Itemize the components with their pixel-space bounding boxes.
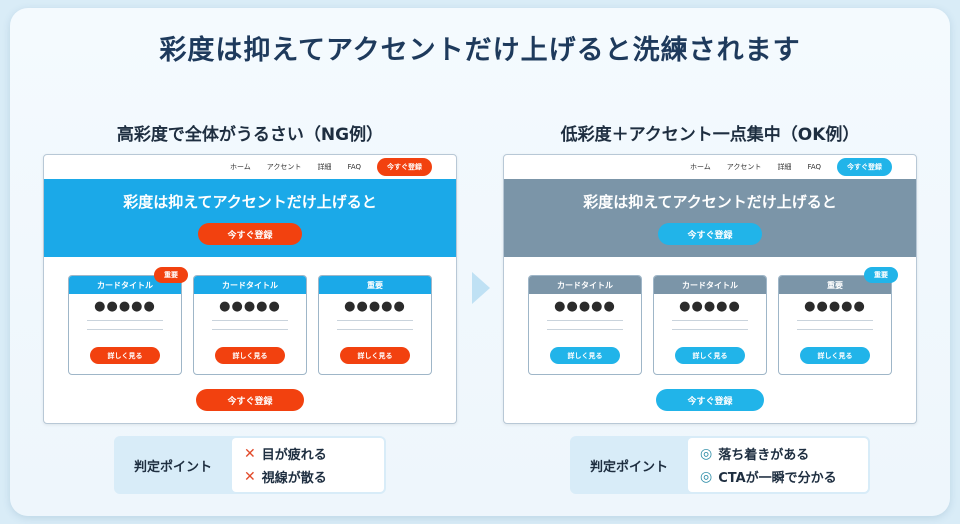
rating-dots: ●●●●● — [219, 299, 281, 314]
cross-icon: ✕ — [244, 468, 256, 485]
card-detail-button[interactable]: 詳しく見る — [800, 347, 870, 364]
text-line — [337, 329, 413, 330]
card: 重要 ●●●●● 詳しく見る — [778, 275, 892, 375]
judge-point: ✕ 目が疲れる — [244, 444, 372, 464]
card-detail-button[interactable]: 詳しく見る — [215, 347, 285, 364]
nav-cta-button[interactable]: 今すぐ登録 — [837, 158, 892, 176]
cross-icon: ✕ — [244, 445, 256, 462]
text-line — [672, 320, 748, 321]
bottom-cta-button[interactable]: 今すぐ登録 — [196, 389, 304, 411]
rating-dots: ●●●●● — [554, 299, 616, 314]
hero-section: 彩度は抑えてアクセントだけ上げると 今すぐ登録 — [44, 179, 456, 257]
card-title: 重要 — [319, 276, 431, 294]
judge-point-text: 落ち着きがある — [718, 448, 810, 463]
card-title: カードタイトル — [194, 276, 306, 294]
judge-label: 判定ポイント — [133, 459, 212, 475]
important-badge: 重要 — [154, 267, 188, 283]
card-title: カードタイトル — [654, 276, 766, 294]
rating-dots: ●●●●● — [344, 299, 406, 314]
nav-cta-button[interactable]: 今すぐ登録 — [377, 158, 432, 176]
nav-item-detail[interactable]: 詳細 — [317, 163, 332, 171]
text-line — [547, 329, 623, 330]
arrow-right-icon — [472, 272, 490, 304]
nav-item-faq[interactable]: FAQ — [347, 163, 361, 171]
judge-label: 判定ポイント — [589, 459, 668, 475]
text-line — [672, 329, 748, 330]
card: カードタイトル ●●●●● 詳しく見る — [528, 275, 642, 375]
hero-cta-button[interactable]: 今すぐ登録 — [198, 223, 302, 245]
ok-mockup: ホーム アクセント 詳細 FAQ 今すぐ登録 彩度は抑えてアクセントだけ上げると… — [503, 154, 917, 424]
text-line — [87, 329, 163, 330]
nav-item-detail[interactable]: 詳細 — [777, 163, 792, 171]
card-title: カードタイトル — [529, 276, 641, 294]
mock-nav: ホーム アクセント 詳細 FAQ 今すぐ登録 — [44, 155, 456, 179]
hero-text: 彩度は抑えてアクセントだけ上げると — [583, 193, 837, 211]
card-detail-button[interactable]: 詳しく見る — [675, 347, 745, 364]
card-title: 重要 — [779, 276, 891, 294]
card-detail-button[interactable]: 詳しく見る — [90, 347, 160, 364]
nav-item-home[interactable]: ホーム — [689, 163, 711, 171]
double-circle-icon: ◎ — [700, 468, 713, 485]
mock-nav: ホーム アクセント 詳細 FAQ 今すぐ登録 — [504, 155, 916, 179]
judge-point: ◎ CTAが一瞬で分かる — [700, 467, 856, 487]
card: カードタイトル ●●●●● 詳しく見る — [68, 275, 182, 375]
hero-cta-button[interactable]: 今すぐ登録 — [658, 223, 762, 245]
text-line — [212, 320, 288, 321]
rating-dots: ●●●●● — [94, 299, 156, 314]
text-line — [87, 320, 163, 321]
hero-section: 彩度は抑えてアクセントだけ上げると 今すぐ登録 — [504, 179, 916, 257]
text-line — [797, 329, 873, 330]
card-detail-button[interactable]: 詳しく見る — [340, 347, 410, 364]
text-line — [547, 320, 623, 321]
ng-judge-panel: 判定ポイント ✕ 目が疲れる ✕ 視線が散る — [114, 436, 386, 494]
ng-heading: 高彩度で全体がうるさい（NG例） — [116, 125, 384, 145]
double-circle-icon: ◎ — [700, 445, 713, 462]
card: カードタイトル ●●●●● 詳しく見る — [193, 275, 307, 375]
card: カードタイトル ●●●●● 詳しく見る — [653, 275, 767, 375]
judge-point: ◎ 落ち着きがある — [700, 444, 856, 464]
card-title: カードタイトル — [69, 276, 181, 294]
text-line — [337, 320, 413, 321]
nav-item-faq[interactable]: FAQ — [807, 163, 821, 171]
judge-point-text: CTAが一瞬で分かる — [718, 471, 837, 486]
rating-dots: ●●●●● — [804, 299, 866, 314]
hero-text: 彩度は抑えてアクセントだけ上げると — [123, 193, 377, 211]
nav-item-accent[interactable]: アクセント — [266, 163, 302, 171]
ok-heading: 低彩度＋アクセント一点集中（OK例） — [560, 125, 860, 145]
judge-points: ✕ 目が疲れる ✕ 視線が散る — [232, 438, 384, 492]
judge-point-text: 視線が散る — [261, 471, 327, 486]
judge-point-text: 目が疲れる — [261, 448, 327, 463]
text-line — [797, 320, 873, 321]
bottom-cta-button[interactable]: 今すぐ登録 — [656, 389, 764, 411]
important-badge: 重要 — [864, 267, 898, 283]
card-detail-button[interactable]: 詳しく見る — [550, 347, 620, 364]
judge-point: ✕ 視線が散る — [244, 467, 372, 487]
nav-item-home[interactable]: ホーム — [229, 163, 251, 171]
ng-mockup: ホーム アクセント 詳細 FAQ 今すぐ登録 彩度は抑えてアクセントだけ上げると… — [43, 154, 457, 424]
text-line — [212, 329, 288, 330]
page-title: 彩度は抑えてアクセントだけ上げると洗練されます — [159, 35, 801, 66]
rating-dots: ●●●●● — [679, 299, 741, 314]
judge-points: ◎ 落ち着きがある ◎ CTAが一瞬で分かる — [688, 438, 868, 492]
ok-judge-panel: 判定ポイント ◎ 落ち着きがある ◎ CTAが一瞬で分かる — [570, 436, 870, 494]
card: 重要 ●●●●● 詳しく見る — [318, 275, 432, 375]
nav-item-accent[interactable]: アクセント — [726, 163, 762, 171]
